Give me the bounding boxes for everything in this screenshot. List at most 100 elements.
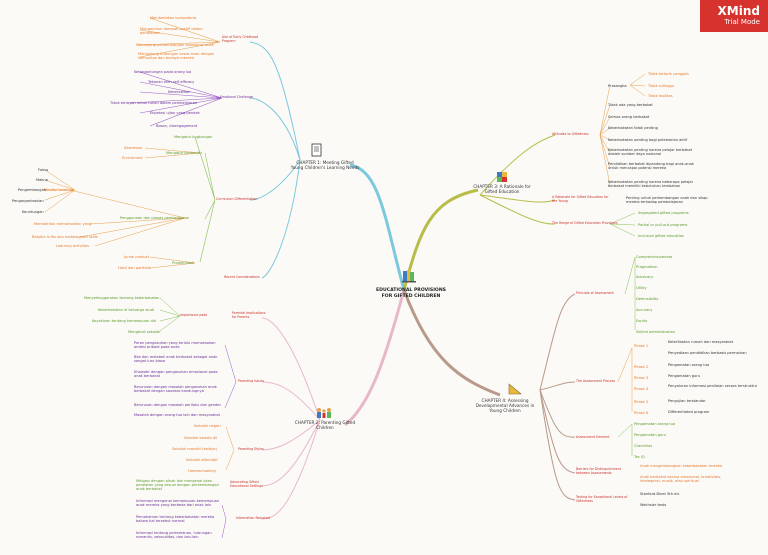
ch1-emo-item[interactable]: Ekpetasi ujian yang pendek bbox=[150, 111, 200, 115]
ch1-recent[interactable]: Recent Considerations bbox=[224, 275, 260, 279]
ch3-rat-item[interactable]: Penting untuk perkembangan anak dan sika… bbox=[626, 196, 708, 205]
ch4-phase-item[interactable]: Differentiated program bbox=[668, 410, 710, 414]
ch2-parental[interactable]: Parental Implications for Parents bbox=[232, 311, 266, 319]
ch1-cur-sub[interactable]: Mindful learning bbox=[44, 188, 74, 192]
ch2-style-item[interactable]: Sekolah mandiri (belajar) bbox=[172, 447, 218, 451]
ch3-rationale[interactable]: A Rationale for Gifted Education for the… bbox=[552, 195, 609, 203]
ch3-range-item[interactable]: Partial or pull-out programs bbox=[638, 223, 688, 227]
ch3-prejudice-item[interactable]: Tidak sulinggu bbox=[648, 84, 675, 88]
ch3-range-item[interactable]: Segregated gifted programs bbox=[638, 211, 689, 215]
ch2-pi-item[interactable]: Mengenal sekolah bbox=[128, 330, 161, 334]
ch1-cur-sub[interactable]: Berpikir kritis dan metakognitif skills bbox=[32, 235, 98, 239]
ch4-element-item[interactable]: Pengamatan orang tua bbox=[634, 422, 676, 426]
chapter-1-topic[interactable]: CHAPTER 1: Meeting Gifted Young Children… bbox=[290, 160, 360, 170]
ch4-phase[interactable]: Phase 6 bbox=[634, 411, 649, 415]
ch3-attitudes[interactable]: Attitudes to Giftedness bbox=[552, 132, 589, 136]
ch4-principle-item[interactable]: Comprehensiveness bbox=[636, 255, 673, 259]
ch3-att-item[interactable]: Keberbakatan penting karena beberapa pel… bbox=[608, 180, 694, 189]
ch1-goal[interactable]: Menunjang perkembangan emosional anak bbox=[136, 43, 214, 47]
ch3-att-item[interactable]: Keberbakatan penting karena pelajar berb… bbox=[608, 148, 693, 157]
ch4-element-item[interactable]: Pengamatan guru bbox=[634, 433, 667, 437]
ch4-phase[interactable]: Phase 3 bbox=[634, 376, 649, 380]
chapter-3-topic[interactable]: CHAPTER 3: A Rationale for Gifted Educat… bbox=[473, 184, 531, 194]
ch1-cur-sub[interactable]: Jurnal product bbox=[124, 255, 150, 259]
ch1-mindful-item[interactable]: Fokus bbox=[38, 168, 49, 172]
ch1-cur-sub[interactable]: Enrichment bbox=[122, 156, 143, 160]
ch1-cur-sub[interactable]: Hasil dan portfolio bbox=[118, 266, 151, 270]
ch4-principle-item[interactable]: Equity bbox=[636, 319, 648, 323]
ch1-goals[interactable]: Aim of Early Childhood Program bbox=[222, 35, 259, 43]
ch4-phase-item[interactable]: Keterlibatan rumah dan masyarakat bbox=[668, 340, 733, 344]
ch4-barrier-item[interactable]: Anak berbakat secara emosional, kreativi… bbox=[640, 475, 722, 484]
ch4-principle-item[interactable]: Advocacy bbox=[636, 275, 654, 279]
ch2-issue-item[interactable]: Masalah dengan orang tua lain dan masyar… bbox=[134, 413, 221, 417]
ch1-cur-item[interactable]: Mengatur lingkungan bbox=[174, 135, 213, 139]
ch3-att-item[interactable]: Keberbakatan tidak penting bbox=[608, 126, 658, 130]
ch4-principle-item[interactable]: Defensibility bbox=[636, 297, 659, 301]
ch4-testing[interactable]: Testing for Exceptional Levels of Gifted… bbox=[576, 495, 628, 503]
ch1-emo-item[interactable]: Kekecewaan bbox=[168, 90, 191, 94]
ch3-att-item[interactable]: Keberbakatan penting bagi pelestarian ak… bbox=[608, 138, 688, 142]
ch1-cur-sub[interactable]: Akselerasi bbox=[124, 146, 143, 150]
ch2-issues[interactable]: Parenting Issues bbox=[238, 379, 265, 383]
ch1-cur-item[interactable]: Produk/hasil bbox=[172, 261, 194, 265]
ch4-principle[interactable]: Principle of Assessment bbox=[576, 291, 614, 295]
ch1-cur-sub[interactable]: Learning activities bbox=[56, 244, 89, 248]
ch3-prejudice[interactable]: Prasangka bbox=[608, 84, 627, 88]
ch4-element-item[interactable]: Tes IQ bbox=[634, 455, 645, 459]
ch4-process[interactable]: The Assessment Process bbox=[576, 379, 616, 383]
ch1-mindful-item[interactable]: Makna bbox=[36, 178, 48, 182]
chapter-2-topic[interactable]: CHAPTER 2: Parenting Gifted Children bbox=[294, 420, 356, 430]
ch2-issue-item[interactable]: Khawatir dengan pengasuhan emosional pad… bbox=[134, 370, 218, 379]
ch3-att-item[interactable]: Semua orang berbakat bbox=[608, 115, 650, 119]
ch1-mindful-item[interactable]: Pengembangan bbox=[18, 188, 47, 192]
ch2-issue-item[interactable]: Berurusan dengan masalah perilaku dan ge… bbox=[134, 403, 221, 407]
ch3-att-item[interactable]: Pendidikan berbakat dipandang bagi anak-… bbox=[608, 162, 694, 171]
ch4-barrier-item[interactable]: Anak mengembangkan keberbakatan mereka bbox=[640, 464, 723, 468]
ch2-issue-item[interactable]: Berurusan dengan masalah pengasuhan anak… bbox=[134, 385, 217, 394]
ch4-phase[interactable]: Phase 2 bbox=[634, 365, 649, 369]
ch4-phase[interactable]: Phase 4 bbox=[634, 387, 649, 391]
ch3-att-item[interactable]: Tidak ada yang berbakat bbox=[608, 103, 653, 107]
ch1-mindful-item[interactable]: Keuntungan bbox=[22, 210, 44, 214]
ch1-cur-item[interactable]: Penggunaan dan proses pembelajaran bbox=[120, 216, 190, 220]
ch2-pi-item[interactable]: Keyakinan tentang kemampuan diri bbox=[92, 319, 157, 323]
ch4-phase-item[interactable]: Penyediaan pendidikan berbasis permainan bbox=[668, 351, 747, 355]
ch1-emotional[interactable]: Emotional Challenge bbox=[220, 95, 253, 99]
ch4-phase[interactable]: Phase 5 bbox=[634, 400, 649, 404]
ch4-test-item[interactable]: Wechsler tests bbox=[640, 503, 667, 507]
ch2-info-item[interactable]: Pemahaman tentang keberbakatan mereka ba… bbox=[136, 515, 215, 524]
ch1-goal[interactable]: Mengandum dampak positif dalam pendidika… bbox=[140, 27, 203, 36]
ch4-phase-item[interactable]: Pengujian terstandar bbox=[668, 399, 706, 403]
ch4-phase[interactable]: Phase 1 bbox=[634, 344, 649, 348]
ch4-test-item[interactable]: Stanford-Binet 5th ed. bbox=[640, 492, 680, 496]
ch1-cur-item[interactable]: Mengatur konten/isi bbox=[166, 151, 202, 155]
ch2-info-item[interactable]: Informasi tentang pertemanan, hubungan r… bbox=[136, 531, 212, 540]
ch1-goal[interactable]: Membedakan kompetensi bbox=[150, 16, 197, 20]
ch1-goal[interactable]: Mendukung hubungan sosial anak dengan ko… bbox=[138, 52, 215, 61]
ch4-barriers[interactable]: Barriers for Distinguishment between Ass… bbox=[576, 467, 622, 475]
ch2-info[interactable]: Information Required bbox=[236, 516, 270, 520]
ch4-principle-item[interactable]: Skilled administration bbox=[636, 330, 676, 334]
ch1-emo-item[interactable]: Tidak terlayan untuk tuhan dalam pembela… bbox=[110, 101, 198, 105]
ch2-style-item[interactable]: Sekolah alternatif bbox=[186, 458, 218, 462]
ch2-style-item[interactable]: Sekolah swasta dll bbox=[184, 436, 218, 440]
ch3-range[interactable]: The Range of Gifted Education Provisions bbox=[552, 221, 618, 225]
ch2-styles[interactable]: Parenting Styles bbox=[238, 447, 264, 451]
ch2-pi-item[interactable]: Menyelenggarakan tentang keberbakatan bbox=[84, 296, 160, 300]
ch3-prejudice-item[interactable]: Tidak fasilitas bbox=[648, 94, 673, 98]
ch2-advocating[interactable]: Advocating Gifted Educational Settings bbox=[230, 480, 263, 488]
ch3-prejudice-item[interactable]: Tidak tertarik penggila bbox=[648, 72, 689, 76]
ch4-principle-item[interactable]: Pragmatism bbox=[636, 265, 658, 269]
ch4-phase-item[interactable]: Pengamatan guru bbox=[668, 374, 701, 378]
ch4-phase-item[interactable]: Pengamatan orang tua bbox=[668, 363, 710, 367]
ch2-style-item[interactable]: Homeschooling bbox=[188, 469, 216, 473]
ch1-emo-item[interactable]: Ketergantungan pada orang lua bbox=[134, 70, 192, 74]
ch1-mindful-item[interactable]: Pengorganisasian bbox=[12, 199, 44, 203]
ch1-emo-item[interactable]: Tekanan oleh self efficacy bbox=[148, 80, 195, 84]
ch2-importance[interactable]: Importance pada bbox=[180, 313, 208, 317]
ch1-cur-sub[interactable]: Membentuk memorisatian yang bbox=[34, 222, 92, 226]
ch4-principle-item[interactable]: Accuracy bbox=[636, 308, 653, 312]
ch3-range-item[interactable]: Inclusive gifted education bbox=[638, 234, 685, 238]
ch4-phase-item[interactable]: Penyaluran informasi penilaian secara te… bbox=[668, 384, 758, 388]
